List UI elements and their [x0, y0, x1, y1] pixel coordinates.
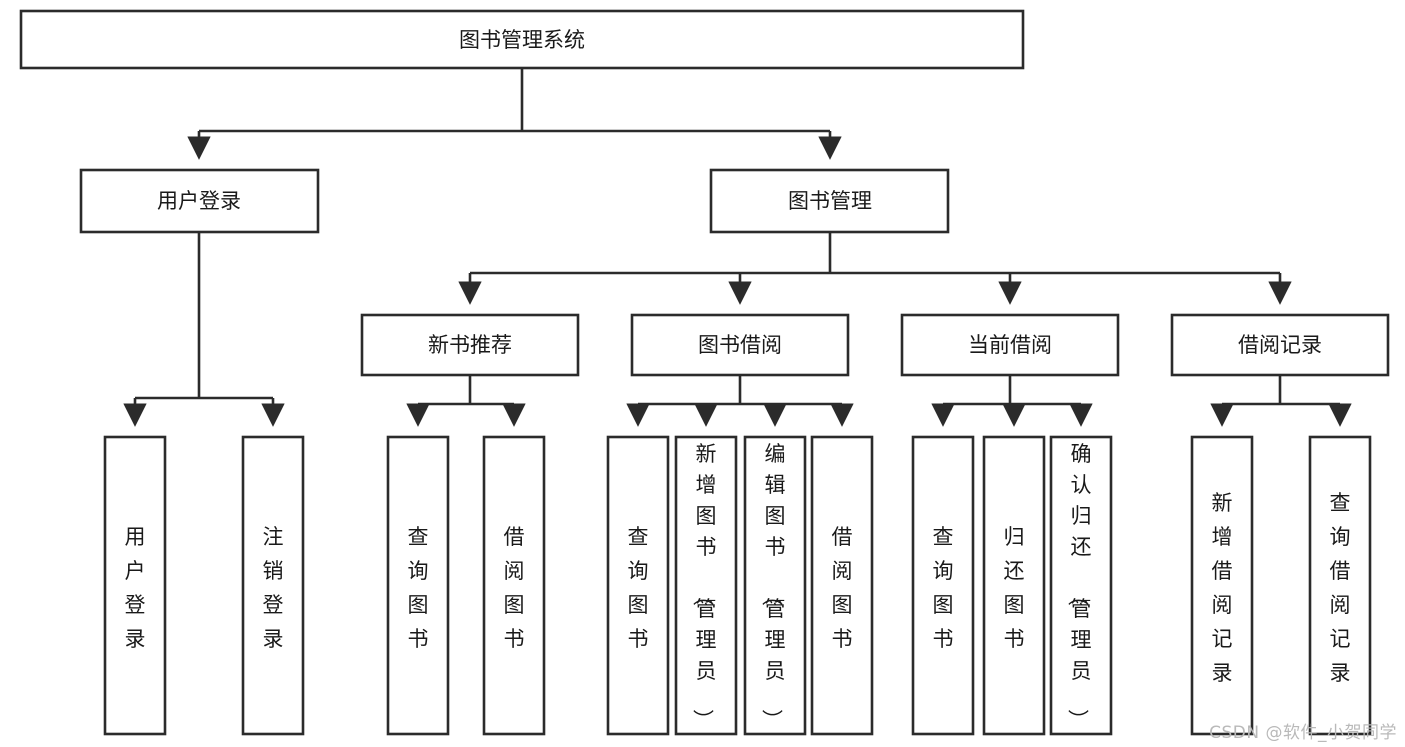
connector-borrow-bus	[638, 375, 842, 406]
node-book-borrow[interactable]: 图书借阅	[630, 313, 850, 377]
leaf-node-label: 归还图书	[1004, 525, 1025, 651]
leaf-node-box[interactable]	[482, 435, 546, 736]
leaf-node-label: 查询借阅记录	[1330, 491, 1351, 685]
leaf-node[interactable]: 新增图书（管理员）	[674, 435, 738, 736]
leaf-node-label: 查询图书	[408, 525, 429, 651]
leaf-node-label: 借阅图书	[504, 525, 525, 651]
leaf-node-label: 编辑图书（管理员）	[760, 442, 786, 730]
node-book-borrow-label: 图书借阅	[698, 333, 782, 357]
node-new-book-recommend-label: 新书推荐	[428, 333, 512, 357]
leaf-node-label: 确认归还（管理员）	[1066, 442, 1092, 730]
leaf-node-label: 新增图书（管理员）	[691, 442, 717, 730]
node-new-book-recommend[interactable]: 新书推荐	[360, 313, 580, 377]
node-user-login[interactable]: 用户登录	[79, 168, 320, 234]
connector-root-bus	[199, 68, 830, 156]
leaf-node-label: 注销登录	[263, 525, 284, 651]
leaf-node[interactable]: 用户登录	[103, 435, 167, 736]
leaf-node-layer: 用户登录 注销登录 查询图书 借阅图书 查询图书 新增图书（管理员） 编辑图书（管理员） 借阅…	[103, 435, 1372, 736]
node-current-borrow[interactable]: 当前借阅	[900, 313, 1120, 377]
node-current-borrow-box[interactable]	[900, 313, 1120, 377]
node-book-management-label: 图书管理	[788, 189, 872, 213]
leaf-node[interactable]: 查询图书	[386, 435, 450, 736]
node-borrow-record-label: 借阅记录	[1238, 333, 1322, 357]
connector-newbook-bus	[418, 375, 514, 406]
leaf-node-box[interactable]	[674, 435, 738, 736]
connector-current-bus	[943, 375, 1081, 406]
leaf-node-label: 用户登录	[125, 525, 146, 651]
node-root-system-label: 图书管理系统	[459, 28, 585, 52]
leaf-node[interactable]: 查询图书	[606, 435, 670, 736]
leaf-node-box[interactable]	[241, 435, 305, 736]
node-user-login-label: 用户登录	[157, 189, 241, 213]
leaf-node[interactable]: 注销登录	[241, 435, 305, 736]
leaf-node-box[interactable]	[606, 435, 670, 736]
connector-record-bus	[1222, 375, 1340, 406]
leaf-node-label: 查询图书	[628, 525, 649, 651]
node-new-book-recommend-box[interactable]	[360, 313, 580, 377]
leaf-node-box[interactable]	[1049, 435, 1113, 736]
leaf-node[interactable]: 归还图书	[982, 435, 1046, 736]
node-borrow-record[interactable]: 借阅记录	[1170, 313, 1390, 377]
leaf-node[interactable]: 确认归还（管理员）	[1049, 435, 1113, 736]
node-book-management-box[interactable]	[709, 168, 950, 234]
leaf-node-box[interactable]	[103, 435, 167, 736]
leaf-node-box[interactable]	[743, 435, 807, 736]
leaf-node-box[interactable]	[386, 435, 450, 736]
leaf-node-box[interactable]	[1190, 435, 1254, 736]
leaf-node-box[interactable]	[1308, 435, 1372, 736]
node-borrow-record-box[interactable]	[1170, 313, 1390, 377]
node-book-management[interactable]: 图书管理	[709, 168, 950, 234]
node-book-borrow-box[interactable]	[630, 313, 850, 377]
leaf-node-label: 查询图书	[933, 525, 954, 651]
connector-layer	[123, 68, 1352, 427]
node-current-borrow-label: 当前借阅	[968, 333, 1052, 357]
connector-bookmgmt-bus	[470, 232, 1280, 275]
leaf-node[interactable]: 编辑图书（管理员）	[743, 435, 807, 736]
leaf-node[interactable]: 借阅图书	[482, 435, 546, 736]
node-user-login-box[interactable]	[79, 168, 320, 234]
leaf-node-label: 借阅图书	[832, 525, 853, 651]
leaf-node-box[interactable]	[911, 435, 975, 736]
leaf-node-label: 新增借阅记录	[1212, 491, 1233, 685]
node-root-system[interactable]: 图书管理系统	[19, 9, 1025, 70]
connector-login-bus	[135, 232, 273, 400]
leaf-node[interactable]: 新增借阅记录	[1190, 435, 1254, 736]
leaf-node[interactable]: 查询借阅记录	[1308, 435, 1372, 736]
node-root-system-box[interactable]	[19, 9, 1025, 70]
leaf-node-box[interactable]	[982, 435, 1046, 736]
leaf-node[interactable]: 查询图书	[911, 435, 975, 736]
leaf-node[interactable]: 借阅图书	[810, 435, 874, 736]
leaf-node-box[interactable]	[810, 435, 874, 736]
